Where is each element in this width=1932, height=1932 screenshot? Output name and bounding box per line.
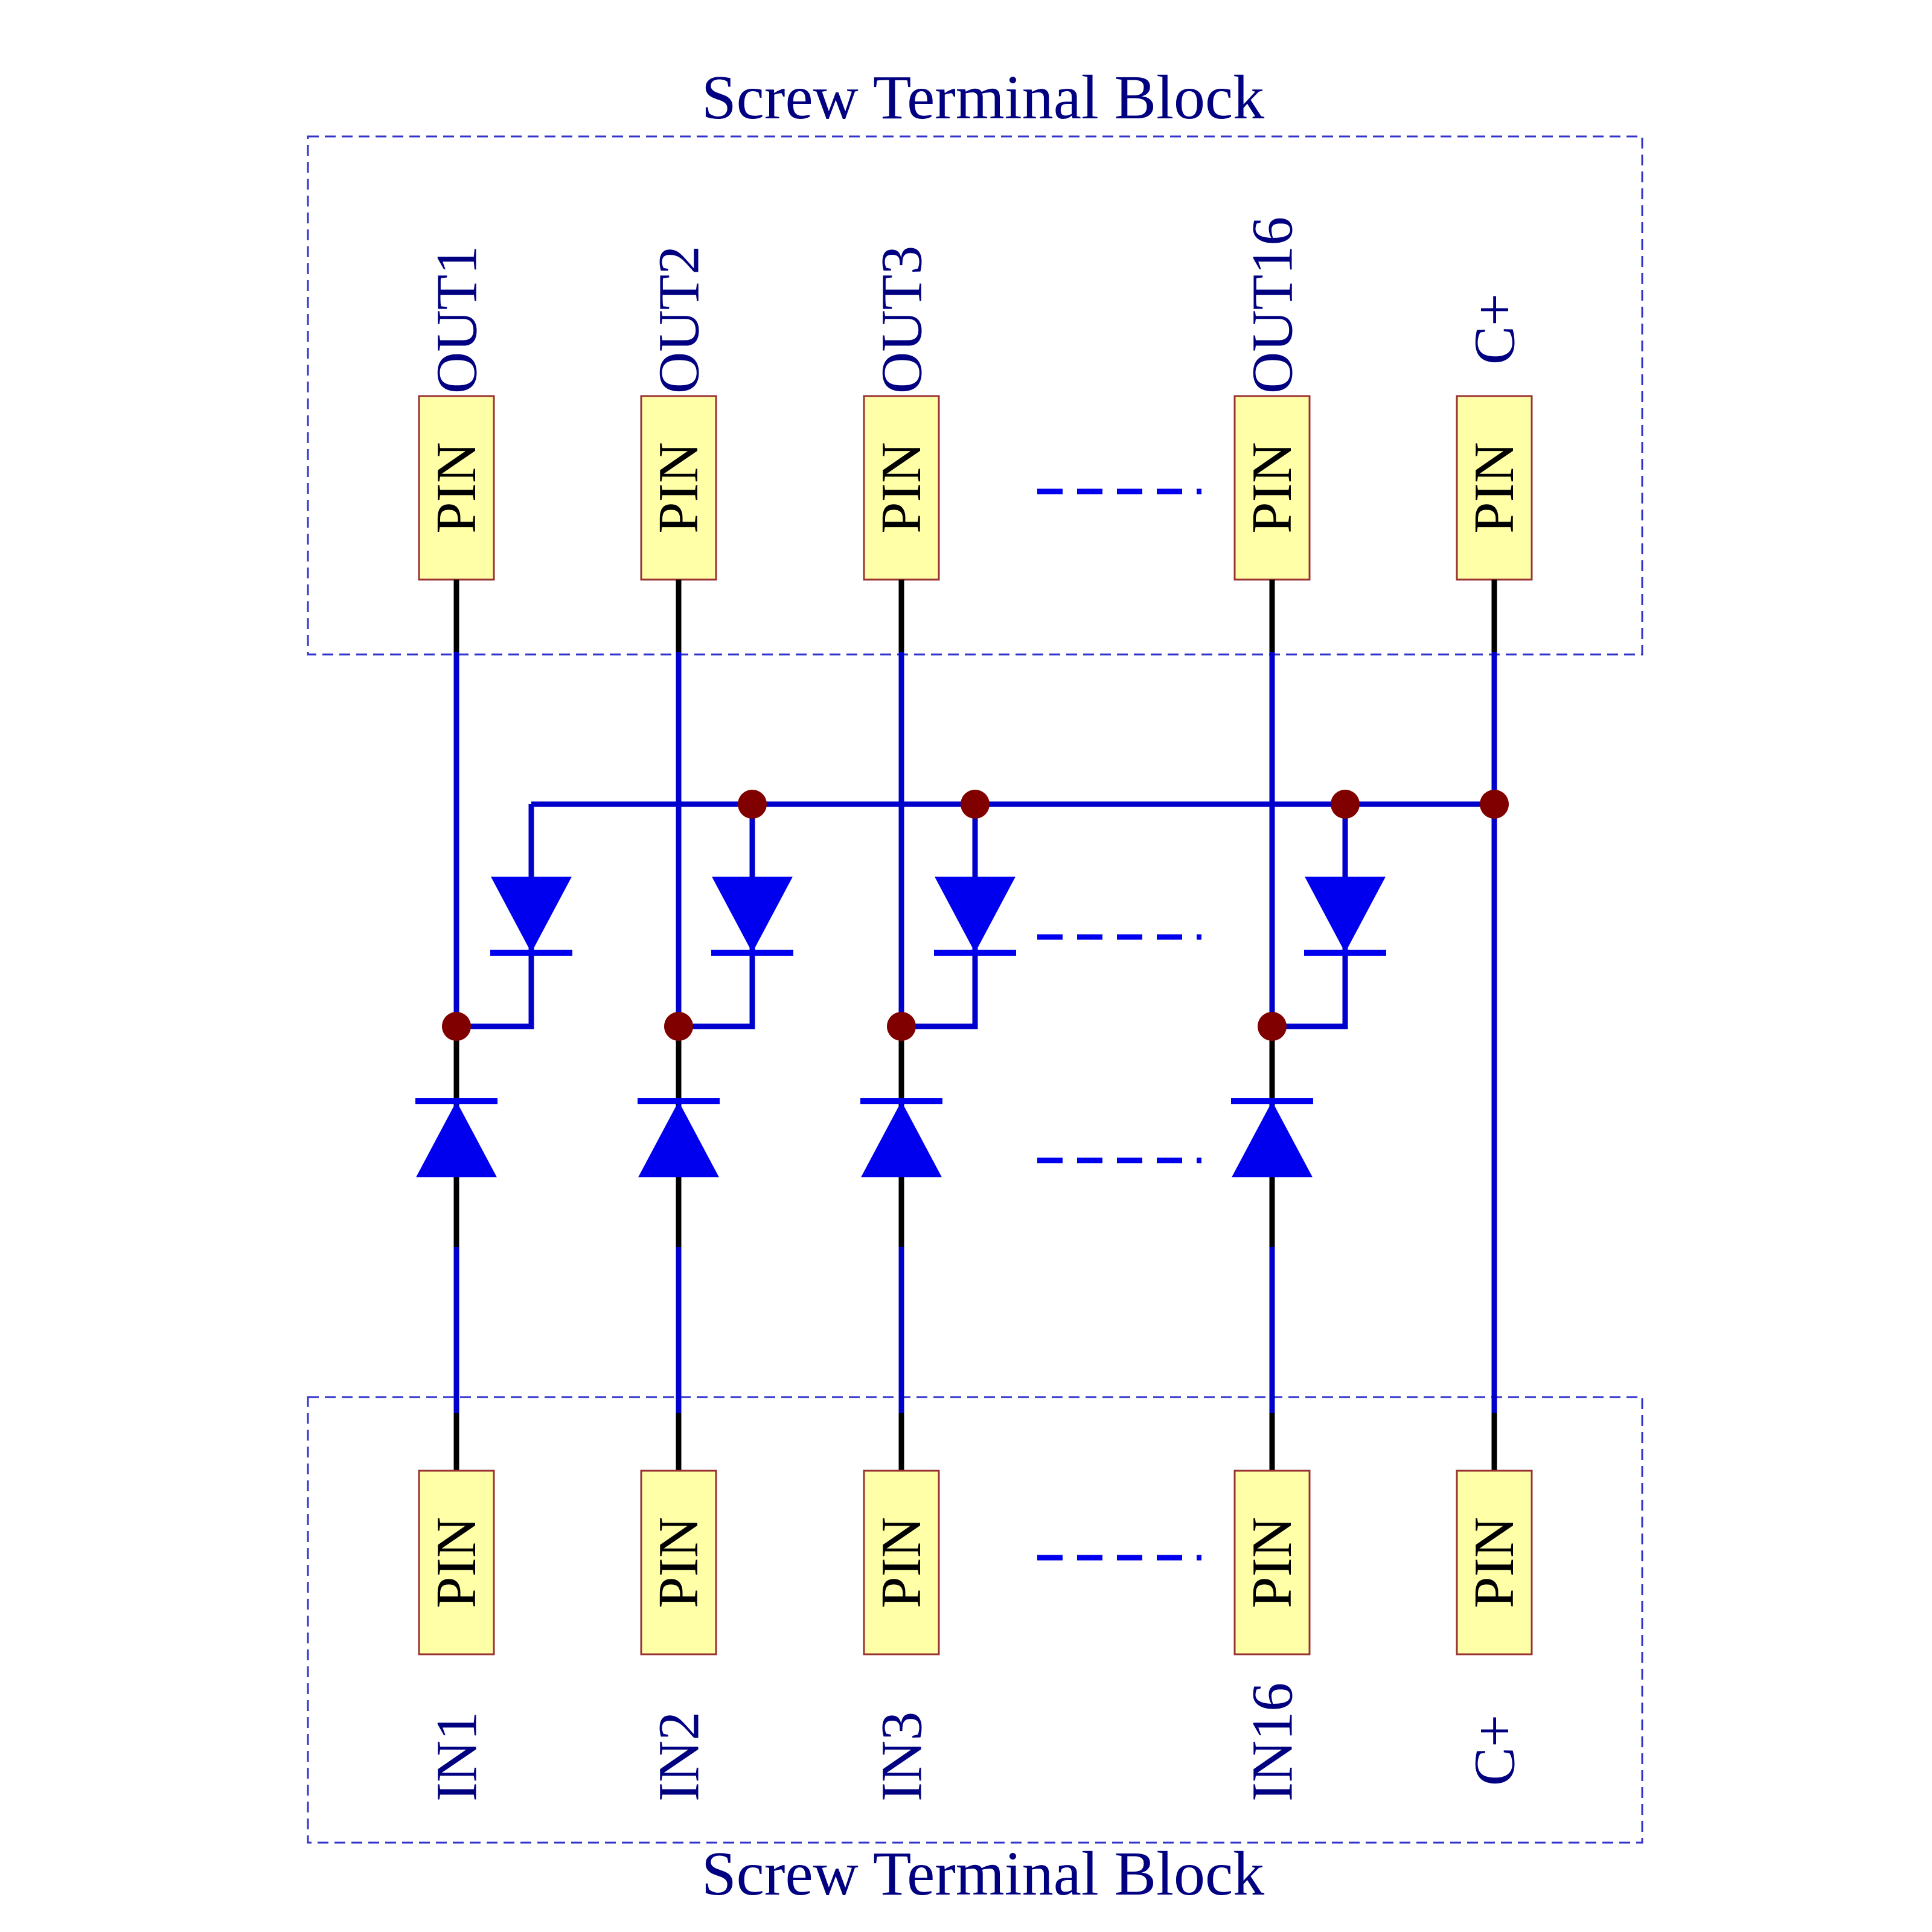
- junction-dot: [1258, 1012, 1287, 1041]
- diode-upper-3: [934, 877, 1016, 956]
- bottom-pin-in1: PIN: [418, 1470, 495, 1655]
- label-cplus-bottom: C+: [1462, 1715, 1527, 1786]
- junction-dot: [738, 790, 767, 819]
- top-terminal-block: [307, 135, 1643, 656]
- label-out3: OUT3: [869, 246, 934, 394]
- pin-label: PIN: [1463, 1517, 1526, 1608]
- label-cplus-top: C+: [1462, 293, 1527, 365]
- junction-dot: [887, 1012, 916, 1041]
- pin-label: PIN: [647, 1517, 710, 1608]
- junction-dot: [961, 790, 990, 819]
- label-in3: IN3: [869, 1712, 934, 1802]
- pin-label: PIN: [1463, 442, 1526, 533]
- label-out2: OUT2: [647, 246, 711, 394]
- label-out1: OUT1: [424, 246, 489, 394]
- diode-lower-2: [638, 1098, 720, 1177]
- junction-dot: [442, 1012, 471, 1041]
- pin-label: PIN: [1241, 1517, 1303, 1608]
- label-out16: OUT16: [1240, 217, 1305, 394]
- label-in1: IN1: [424, 1712, 489, 1802]
- bottom-pin-cplus: PIN: [1456, 1470, 1533, 1655]
- title-top: Screw Terminal Block: [702, 63, 1264, 132]
- pin-label: PIN: [1241, 442, 1303, 533]
- pin-label: PIN: [647, 442, 710, 533]
- top-pin-out1: PIN: [418, 395, 495, 581]
- diode-upper-2: [711, 877, 793, 956]
- title-bottom: Screw Terminal Block: [702, 1839, 1264, 1908]
- bottom-pin-in16: PIN: [1233, 1470, 1311, 1655]
- pin-label: PIN: [870, 1517, 933, 1608]
- junction-dot: [1331, 790, 1360, 819]
- pin-label: PIN: [425, 442, 488, 533]
- top-pin-out16: PIN: [1233, 395, 1311, 581]
- diode-upper-16: [1304, 877, 1386, 956]
- top-pin-out3: PIN: [863, 395, 940, 581]
- bottom-pin-in2: PIN: [640, 1470, 717, 1655]
- diode-lower-16: [1231, 1098, 1313, 1177]
- junction-dot: [1480, 790, 1509, 819]
- diode-lower-3: [860, 1098, 942, 1177]
- bottom-pin-in3: PIN: [863, 1470, 940, 1655]
- top-pin-out2: PIN: [640, 395, 717, 581]
- diode-lower-1: [415, 1098, 497, 1177]
- label-in2: IN2: [647, 1712, 711, 1802]
- pin-label: PIN: [425, 1517, 488, 1608]
- bottom-terminal-block: [307, 1396, 1643, 1844]
- junction-dot: [664, 1012, 693, 1041]
- diode-upper-1: [490, 877, 572, 956]
- pin-label: PIN: [870, 442, 933, 533]
- label-in16: IN16: [1240, 1683, 1305, 1802]
- top-pin-cplus: PIN: [1456, 395, 1533, 581]
